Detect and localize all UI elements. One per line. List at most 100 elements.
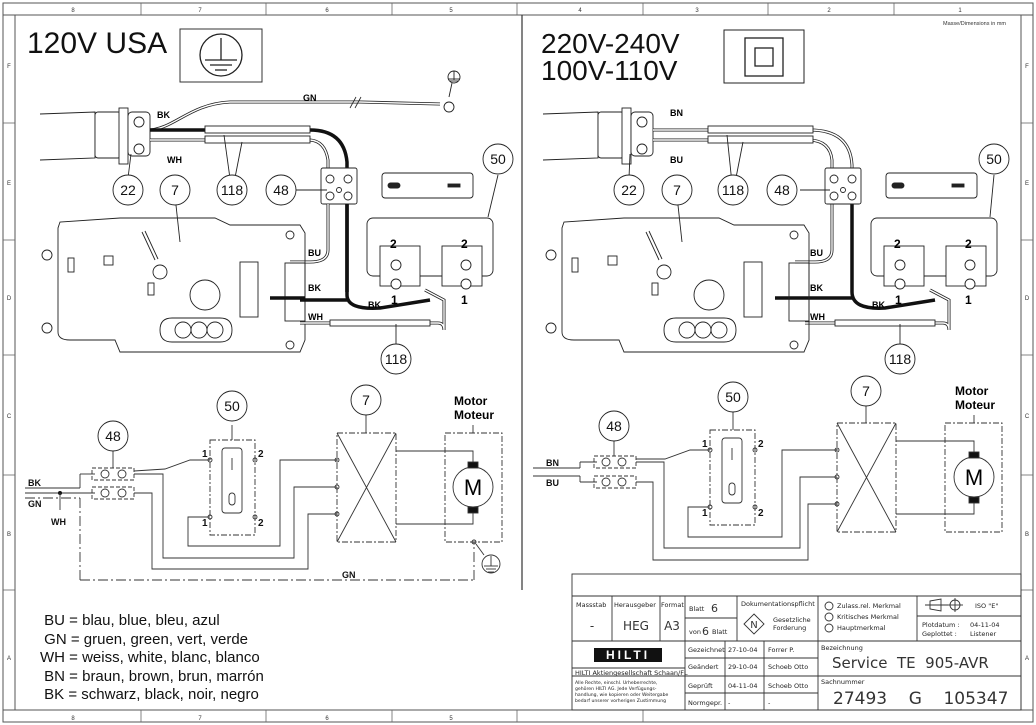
row-label: C bbox=[7, 414, 12, 420]
blatt-value: 6 bbox=[711, 602, 718, 615]
doc-obligation-icon bbox=[743, 613, 765, 635]
switch-pin: 1 bbox=[702, 439, 708, 450]
switch-50 bbox=[870, 172, 998, 290]
dimensions-note: Masse/Dimensions in mm bbox=[943, 21, 1006, 27]
feature-marker-label: Kritisches Merkmal bbox=[837, 613, 899, 621]
iso-label: ISO "E" bbox=[975, 602, 998, 610]
switch-terminal-label: 2 bbox=[461, 237, 468, 251]
right-panel: 220V-240V 100V-110V bbox=[533, 28, 1010, 561]
row-label: A bbox=[1025, 656, 1029, 662]
left-schematic bbox=[25, 415, 503, 581]
right-panel-title-line1: 220V-240V bbox=[541, 28, 680, 59]
wire-label-bu: BU bbox=[670, 155, 683, 165]
col-label-top: 4 bbox=[578, 8, 582, 14]
motor-label: Moteur bbox=[454, 408, 494, 422]
terminal-block-48 bbox=[824, 167, 862, 205]
callout-22: 22 bbox=[621, 182, 637, 198]
left-panel-title: 120V USA bbox=[27, 27, 167, 60]
history-date: - bbox=[728, 699, 731, 707]
col-label-top: 1 bbox=[958, 8, 962, 14]
schematic-input-wh: WH bbox=[51, 517, 66, 527]
schematic-input-bn: BN bbox=[546, 458, 559, 468]
herausgeber-value: HEG bbox=[623, 619, 649, 633]
motor-label: Moteur bbox=[955, 398, 995, 412]
sachnummer-value: 27493 G 105347 bbox=[833, 689, 1008, 709]
rights-notice: handlung, wie kopieren oder Weitergabe bbox=[575, 692, 668, 698]
doc-obligation-text: Gesetzliche bbox=[773, 616, 811, 624]
massstab-label: Massstab bbox=[576, 601, 606, 609]
column-dividers bbox=[3, 3, 1033, 722]
format-label: Format bbox=[661, 601, 684, 609]
callout-7: 7 bbox=[171, 182, 179, 198]
wire-label-gn: GN bbox=[303, 93, 317, 103]
power-cable bbox=[542, 107, 654, 165]
plotdatum-value: 04-11-04 bbox=[970, 621, 1000, 629]
callout-50: 50 bbox=[490, 151, 506, 167]
switch-50 bbox=[366, 172, 494, 290]
rights-notice: Alle Rechte, einschl. Urheberrechte, bbox=[575, 680, 658, 686]
double-insulation-icon bbox=[723, 29, 805, 84]
switch-terminal-label: 1 bbox=[895, 293, 902, 307]
right-panel-title-line2: 100V-110V bbox=[541, 55, 678, 86]
schematic-callout-50: 50 bbox=[224, 398, 240, 414]
row-label: F bbox=[7, 64, 11, 70]
title-block bbox=[571, 573, 1022, 711]
herausgeber-label: Herausgeber bbox=[614, 601, 656, 609]
doc-obligation-label: Dokumentationspflicht bbox=[741, 600, 815, 608]
col-label-top: 8 bbox=[71, 8, 75, 14]
switch-pin: 2 bbox=[258, 518, 264, 529]
company-name: HILTI Aktiengesellschaft Schaan/FL bbox=[575, 669, 688, 677]
history-name: Forrer P. bbox=[768, 646, 794, 654]
row-label: E bbox=[7, 181, 11, 187]
format-value: A3 bbox=[664, 619, 680, 633]
ground-icon bbox=[481, 554, 501, 574]
history-label: Gezeichnet bbox=[688, 646, 725, 654]
left-panel: 120V USA bbox=[25, 27, 514, 581]
doc-obligation-symbol: N bbox=[750, 620, 757, 631]
right-schematic bbox=[533, 405, 1003, 561]
switch-pin: 1 bbox=[702, 508, 708, 519]
wire-label-bk: BK bbox=[308, 283, 321, 293]
motor-label: Motor bbox=[955, 384, 989, 398]
schematic-callout-50: 50 bbox=[725, 389, 741, 405]
wire-harness bbox=[653, 125, 951, 331]
rights-notice: gehören HILTI AG. Jede Verfügungs- bbox=[575, 686, 657, 692]
col-label-top: 6 bbox=[325, 8, 329, 14]
callout-118: 118 bbox=[722, 182, 745, 198]
callout-48: 48 bbox=[774, 182, 790, 198]
wire-label-bk: BK bbox=[157, 110, 170, 120]
callout-50: 50 bbox=[986, 151, 1002, 167]
wire-label-bu: BU bbox=[810, 248, 823, 258]
geplottet-label: Geplottet : bbox=[922, 630, 957, 638]
history-label: Normgepr. bbox=[688, 699, 722, 707]
col-label-top: 3 bbox=[695, 8, 699, 14]
feature-marker-label: Zulass.rel. Merkmal bbox=[837, 602, 901, 610]
schematic-input-bk: BK bbox=[28, 478, 41, 488]
switch-terminal-label: 1 bbox=[391, 293, 398, 307]
row-label: D bbox=[1025, 296, 1030, 302]
von-suffix: Blatt bbox=[712, 628, 728, 636]
projection-symbol-icon bbox=[925, 598, 963, 612]
switch-terminal-label: 2 bbox=[390, 237, 397, 251]
switch-pin: 2 bbox=[758, 439, 764, 450]
history-date: 04-11-04 bbox=[728, 682, 758, 690]
wire-label-bk: BK bbox=[872, 300, 885, 310]
massstab-value: - bbox=[590, 619, 594, 633]
callout-118: 118 bbox=[385, 351, 408, 367]
legend-entry-bk: BK = schwarz, black, noir, negro bbox=[40, 686, 259, 704]
wire-label-wh: WH bbox=[167, 155, 182, 165]
col-label-bottom: 5 bbox=[449, 716, 453, 722]
part-callouts bbox=[613, 134, 1010, 375]
legend-entry-gn: GN = gruen, green, vert, verde bbox=[40, 630, 249, 648]
switch-terminal-label: 1 bbox=[965, 293, 972, 307]
wire-label-wh: WH bbox=[308, 312, 323, 322]
geplottet-value: Listener bbox=[970, 630, 996, 638]
schematic-callout-48: 48 bbox=[606, 418, 622, 434]
power-cable bbox=[39, 107, 151, 165]
switch-pin: 1 bbox=[202, 449, 208, 460]
plotdatum-label: Plotdatum : bbox=[922, 621, 960, 629]
schematic-callout-7: 7 bbox=[362, 392, 370, 408]
schematic-callout-48: 48 bbox=[105, 428, 121, 444]
feature-markers bbox=[824, 601, 834, 633]
part-callouts bbox=[112, 134, 514, 375]
